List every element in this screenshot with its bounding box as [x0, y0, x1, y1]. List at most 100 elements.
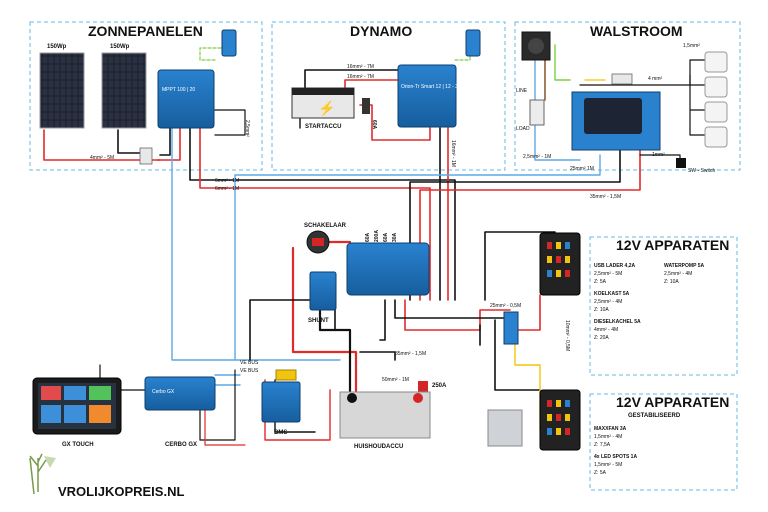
wire-fuse-black-down — [494, 319, 541, 391]
wire-lynx-black2 — [394, 299, 506, 319]
orion-charger — [397, 64, 457, 128]
shunt-device — [309, 271, 337, 311]
fuse-box-1-fuses — [547, 242, 570, 277]
startaccu-label: STARTACCU — [305, 124, 341, 130]
waterpomp-title: WATERPOMP 5A — [664, 263, 704, 269]
fuse — [556, 270, 561, 277]
gx-tile-blue3 — [64, 405, 86, 423]
shore-load-label: LOAD — [516, 126, 530, 132]
inverter-breaker — [611, 73, 633, 85]
wire-dyn-top-red — [344, 79, 413, 89]
solar-breaker — [139, 147, 153, 165]
frame-apparaten — [589, 236, 738, 376]
battery-terminal-neg — [347, 393, 357, 403]
frame-dynamo — [271, 21, 506, 171]
dynamo-fuse — [362, 98, 370, 114]
brand-logo: VROLIJKOPREIS.NL — [29, 453, 184, 499]
mppt-controller — [157, 69, 215, 129]
wire-fuse-red — [509, 294, 541, 331]
wire-label-out-1: 6mm² - 1M — [215, 178, 239, 184]
shore-section: WALSTROOM LINE LOAD 4 mm² 1,5mm² 2,5mm² … — [516, 23, 728, 200]
fuse-boxes — [539, 232, 581, 451]
koelkast-line-2: Z: 10A — [594, 307, 609, 313]
gx-touch-label: GX TOUCH — [62, 442, 94, 448]
wall-sockets — [704, 51, 728, 148]
shunt-label: SHUNT — [308, 318, 329, 324]
wire-dyn-top-black — [304, 69, 413, 91]
bms-relay — [275, 369, 297, 381]
solar-panel-left — [39, 52, 85, 129]
startaccu-top — [292, 88, 354, 95]
gx-tile-green — [89, 386, 111, 400]
center-section: SCHAKELAAR 60A 200A 60A 30A SHUNT 25mm² … — [240, 223, 570, 450]
gx-tile-blue — [64, 386, 86, 400]
fuse — [547, 414, 552, 421]
wire-label-35-15: 35mm² - 1,5M — [395, 351, 426, 357]
frame-stabilized — [589, 393, 738, 491]
house-battery-label: HUISHOUDACCU — [354, 444, 403, 450]
bluetooth-phone-dynamo — [465, 29, 481, 57]
multiplus-panel — [584, 98, 642, 134]
wire-mppt-green — [199, 47, 226, 61]
frame-shore — [514, 21, 741, 171]
wire-label-mppt-side: 2,5mm² — [244, 120, 250, 137]
solar-panel-right — [101, 52, 147, 129]
section-title-stab-1: 12V APPARATEN — [616, 394, 729, 410]
wall-socket-3 — [704, 101, 728, 123]
apparaten-section: 12V APPARATEN USB LADER 4,2A 2,5mm² - 5M… — [594, 237, 729, 341]
koelkast-line-1: 2,5mm² - 4M — [594, 299, 622, 305]
usb-line-2: Z: 5A — [594, 279, 607, 285]
shore-switch-label: SW - Switch — [688, 168, 715, 174]
cerbo-label: CERBO GX — [165, 442, 197, 448]
wire-label-out-2: 6mm² - 1M — [215, 186, 239, 192]
fuse-label-60a: 60A — [365, 232, 371, 242]
fuse — [547, 270, 552, 277]
wire-shore-sockets — [689, 59, 706, 136]
wire-label-25-2: 25mm² 1M — [570, 166, 594, 172]
waterpomp-line-1: 2,5mm² - 4M — [664, 271, 692, 277]
gx-section: GX TOUCH Cerbo GX CERBO GX — [32, 376, 216, 448]
mppt-label: MPPT 100 | 20 — [162, 87, 195, 93]
diesel-line-1: 4mm² - 4M — [594, 327, 618, 333]
waterpomp-line-2: Z: 10A — [664, 279, 679, 285]
lightning-icon: ⚡ — [318, 100, 335, 117]
section-title-shore: WALSTROOM — [590, 23, 683, 39]
gx-tile-blue2 — [41, 405, 61, 423]
section-title-apparaten: 12V APPARATEN — [616, 237, 729, 253]
fuse — [556, 242, 561, 249]
led-line-2: Z: 5A — [594, 470, 607, 476]
fuse — [565, 256, 570, 263]
fuse-label-250: 250A — [432, 383, 447, 389]
usb-line-1: 2,5mm² - 5M — [594, 271, 622, 277]
gx-tile-red — [41, 386, 61, 400]
schakelaar-label: SCHAKELAAR — [304, 223, 347, 229]
led-line-1: 1,5mm² - 5M — [594, 462, 622, 468]
shore-inlet-socket — [528, 38, 544, 54]
wire-mppt-out-red — [199, 127, 431, 301]
wall-socket-2 — [704, 76, 728, 98]
fuse — [547, 400, 552, 407]
wall-socket-1 — [704, 51, 728, 73]
fuse — [556, 256, 561, 263]
wire-shunt-accu — [318, 298, 352, 397]
wire-label-dyn-top-1: 16mm² - 7M — [347, 64, 374, 70]
wire-label-25-05: 25mm² - 0,5M — [490, 303, 521, 309]
shore-rcd — [529, 99, 545, 126]
section-title-solar: ZONNEPANELEN — [88, 23, 203, 39]
solar-section: ZONNEPANELEN 150Wp 150Wp MPPT 100 | 20 4… — [39, 23, 250, 192]
wire-inverter-blue — [234, 154, 601, 361]
fuse — [556, 414, 561, 421]
fuse — [547, 256, 552, 263]
fuse-box-2-fuses — [547, 400, 570, 435]
koelkast-title: KOELKAST 5A — [594, 291, 630, 297]
wire-mppt-in-red — [157, 127, 181, 161]
stabilized-section: 12V APPARATEN GESTABILISEERD MAXXFAN 3A … — [594, 394, 729, 476]
lynx-distributor — [346, 242, 430, 296]
gx-tile-orange — [89, 405, 111, 423]
usb-title: USB LADER 4,2A — [594, 263, 636, 269]
orion-label: Orion-Tr Smart 12 | 12 - 30 — [401, 84, 461, 90]
wire-label-10-05: 10mm² - 0,5M — [564, 320, 570, 351]
wire-cerbo-black — [199, 369, 236, 441]
bluetooth-phone-solar — [221, 29, 237, 57]
